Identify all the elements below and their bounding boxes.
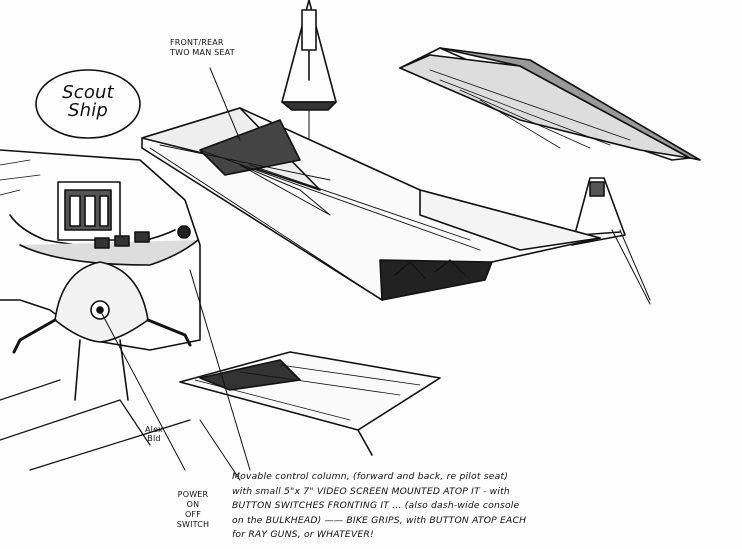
signature-line: Bld bbox=[147, 434, 161, 443]
notes-line: BUTTON SWITCHES FRONTING IT ... (also da… bbox=[232, 500, 520, 511]
cockpit-console bbox=[0, 149, 201, 351]
power-label-line: OFF bbox=[184, 510, 202, 519]
title-oval bbox=[35, 69, 141, 139]
control-column bbox=[12, 261, 192, 471]
notes-line: with small 5"x 7" VIDEO SCREEN MOUNTED A… bbox=[232, 485, 510, 497]
power-label-line: POWER bbox=[177, 490, 209, 499]
notes-line: for RAY GUNS, or WHATEVER! bbox=[232, 529, 374, 540]
sketch-title: Scout Ship bbox=[62, 82, 114, 121]
lower-wing bbox=[179, 351, 441, 456]
seat-leader bbox=[209, 67, 241, 141]
wing-piece-top-right bbox=[399, 47, 701, 161]
power-switch-label: POWER ON OFF SWITCH bbox=[168, 490, 218, 530]
design-notes: Movable control column, (forward and bac… bbox=[232, 470, 652, 543]
power-label-line: ON bbox=[186, 500, 200, 509]
notes-line: Movable control column, (forward and bac… bbox=[232, 471, 509, 482]
top-fin-view bbox=[281, 0, 337, 151]
side-fin-right bbox=[571, 177, 651, 305]
signature-line: Alex bbox=[144, 425, 163, 434]
seat-label-line: TWO MAN SEAT bbox=[170, 48, 235, 57]
floor-lines bbox=[0, 269, 251, 481]
seat-label: FRONT/REAR TWO MAN SEAT bbox=[170, 38, 256, 58]
main-fuselage bbox=[141, 107, 601, 301]
notes-line: on the BULKHEAD) —— BIKE GRIPS, with BUT… bbox=[232, 514, 527, 526]
artist-signature: Alex Bld bbox=[139, 425, 169, 443]
seat-label-line: FRONT/REAR bbox=[170, 38, 224, 47]
power-label-line: SWITCH bbox=[176, 520, 210, 529]
